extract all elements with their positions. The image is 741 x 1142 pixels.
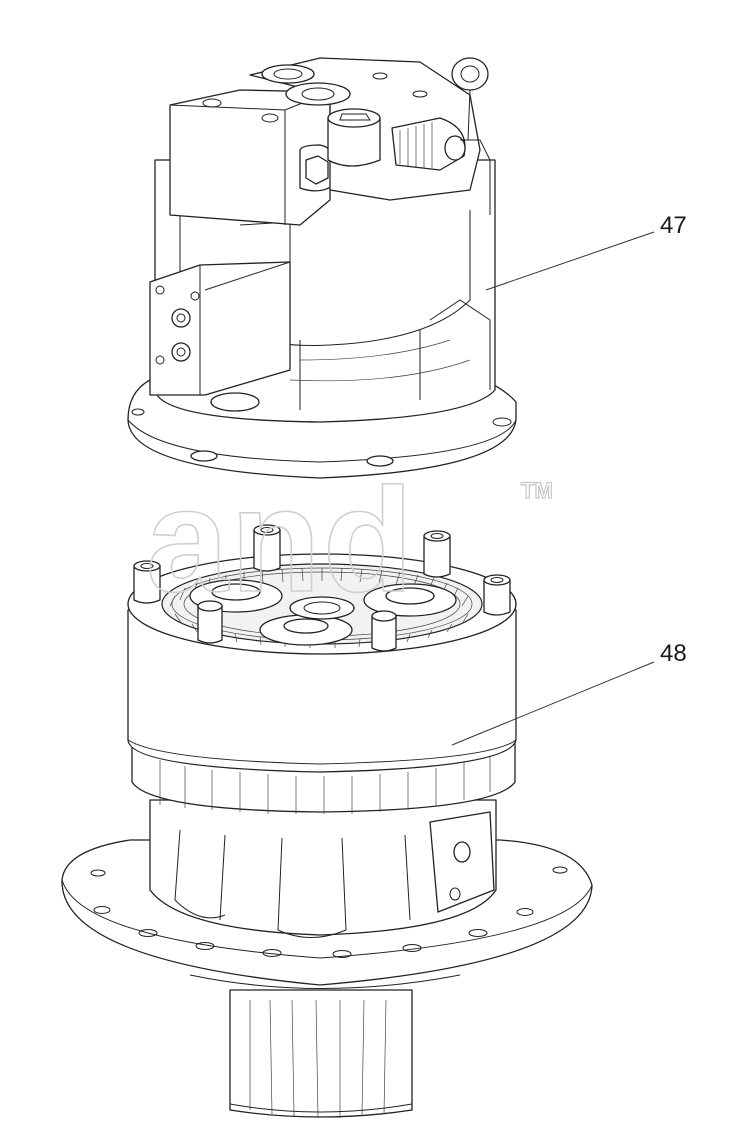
watermark-trademark: TM xyxy=(520,477,553,503)
callout-label-47: 47 xyxy=(660,212,687,239)
callout-label-48: 48 xyxy=(660,640,687,667)
watermark-logo: and xyxy=(145,457,416,624)
leader-line-48 xyxy=(451,661,655,746)
gearbox-assembly xyxy=(61,524,593,1119)
leader-line-47 xyxy=(485,231,655,291)
motor-assembly xyxy=(127,57,517,479)
